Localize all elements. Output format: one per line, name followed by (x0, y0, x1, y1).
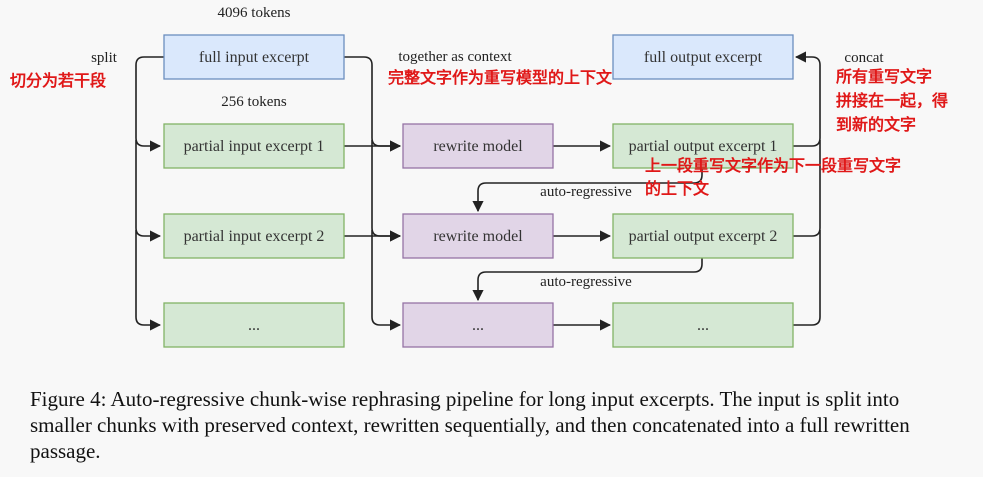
box-full-input-label: full input excerpt (199, 49, 310, 66)
box-rewrite-model-3: ... (402, 302, 554, 348)
box-rewrite-model-3-label: ... (472, 317, 484, 334)
label-4096-tokens: 4096 tokens (218, 5, 291, 21)
annotation-context-cn: 完整文字作为重写模型的上下文 (388, 68, 613, 87)
edge-concat-3 (793, 230, 821, 326)
box-partial-output-2-label: partial output excerpt 2 (629, 228, 778, 245)
box-partial-output-3-label: ... (697, 317, 709, 334)
box-full-input: full input excerpt (163, 34, 345, 80)
box-rewrite-model-2-label: rewrite model (433, 228, 523, 245)
label-auto-regressive-1: auto-regressive (540, 184, 632, 200)
annotation-concat-cn-3: 到新的文字 (836, 115, 916, 134)
box-partial-input-3-label: ... (248, 317, 260, 334)
edge-context-2 (371, 140, 402, 242)
box-rewrite-model-1-label: rewrite model (433, 138, 523, 155)
box-partial-input-2: partial input excerpt 2 (163, 213, 345, 259)
box-full-output: full output excerpt (612, 34, 794, 80)
box-partial-output-1-label: partial output excerpt 1 (629, 138, 778, 155)
figure-caption: Figure 4: Auto-regressive chunk-wise rep… (30, 387, 910, 463)
box-rewrite-model-2: rewrite model (402, 213, 554, 259)
edge-autoregressive-1 (472, 168, 703, 213)
annotation-autoregressive-cn-1: 上一段重写文字作为下一段重写文字 (645, 156, 901, 175)
box-rewrite-model-1: rewrite model (402, 123, 554, 169)
box-partial-output-3: ... (612, 302, 794, 348)
label-concat: concat (844, 50, 884, 66)
box-partial-input-3: ... (163, 302, 345, 348)
annotation-split-cn: 切分为若干段 (10, 71, 107, 90)
label-auto-regressive-2: auto-regressive (540, 274, 632, 290)
label-256-tokens: 256 tokens (221, 94, 287, 110)
edge-split-2 (135, 140, 162, 242)
box-full-output-label: full output excerpt (644, 49, 763, 66)
label-together-as-context: together as context (398, 49, 512, 65)
edges (135, 51, 821, 331)
box-partial-input-2-label: partial input excerpt 2 (184, 228, 325, 245)
annotation-concat-cn-2: 拼接在一起，得 (836, 91, 948, 110)
box-partial-input-1-label: partial input excerpt 1 (184, 138, 325, 155)
edge-split-3 (135, 230, 162, 331)
edge-context-3 (371, 230, 402, 331)
box-partial-input-1: partial input excerpt 1 (163, 123, 345, 169)
edge-split-1 (135, 56, 164, 152)
label-split: split (91, 50, 118, 66)
edge-concat-2 (793, 140, 821, 237)
box-partial-output-2: partial output excerpt 2 (612, 213, 794, 259)
pipeline-diagram: full input excerpt full output excerpt p… (10, 5, 948, 348)
annotation-autoregressive-cn-2: 的上下文 (645, 179, 710, 198)
edge-concat-1 (793, 51, 821, 147)
edge-autoregressive-2 (472, 258, 703, 302)
box-partial-output-1: partial output excerpt 1 (612, 123, 794, 169)
annotation-concat-cn-1: 所有重写文字 (836, 67, 932, 86)
